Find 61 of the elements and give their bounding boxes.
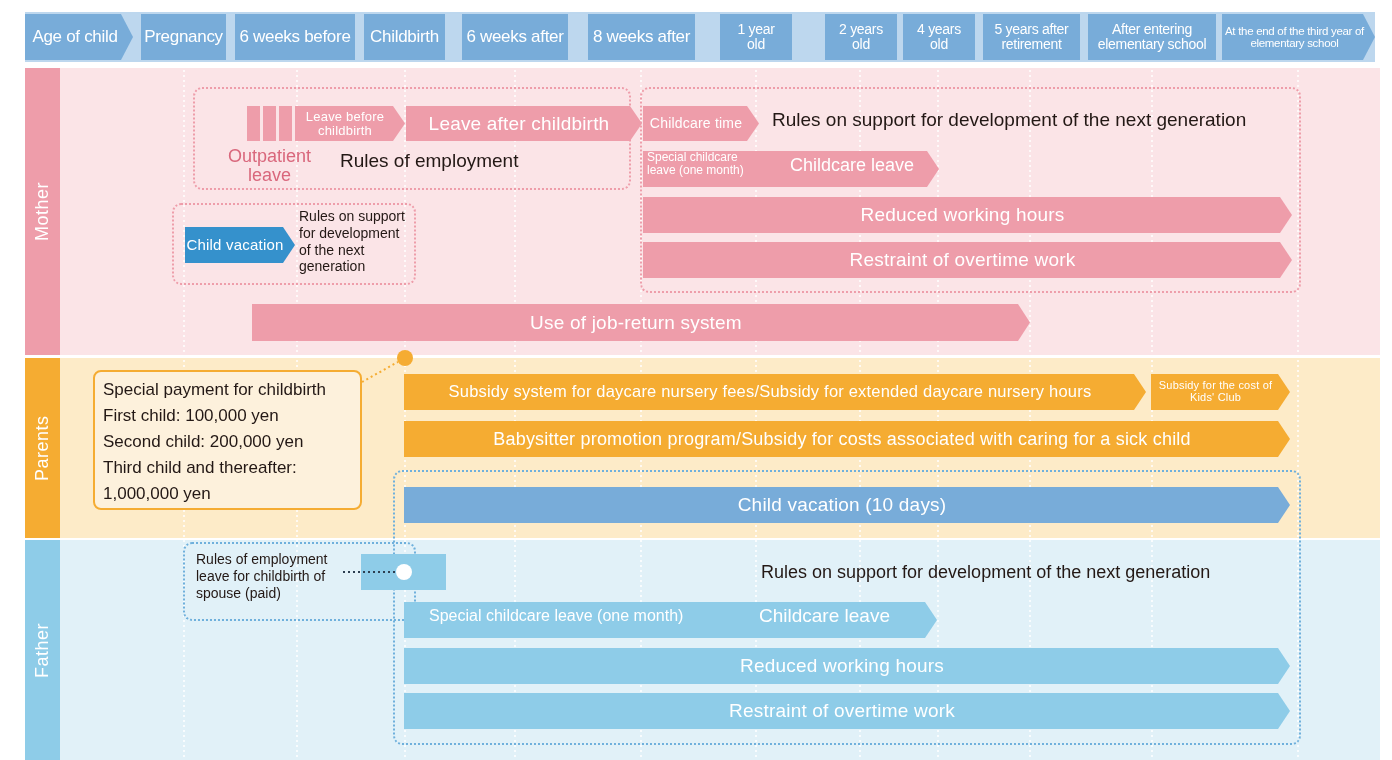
section-label: Mother	[25, 68, 60, 355]
bar-label: Special childcare leave (one month)	[429, 608, 685, 625]
program-bar	[361, 554, 446, 590]
section-band	[25, 68, 1380, 355]
timeline-label: 6 weeks before	[238, 28, 352, 46]
timeline-step	[462, 14, 568, 60]
timeline-label: 2 years old	[838, 22, 884, 52]
timeline-label: 1 year old	[736, 22, 776, 52]
marker-label: Outpatient leave	[226, 147, 313, 185]
group-heading: Rules on support for development of the next generation	[299, 208, 406, 276]
bar-label: Child vacation (10 days)	[737, 495, 947, 515]
bar-label: Use of job-return system	[530, 312, 742, 333]
payment-info-box	[93, 370, 362, 510]
payment-text: Second child: 200,000 yen	[103, 431, 305, 453]
timeline-step	[235, 14, 355, 60]
group-heading: Rules on support for development of the next generation	[761, 562, 1212, 584]
bar-label: Leave before childbirth	[304, 109, 386, 138]
timeline-label: 4 years old	[916, 22, 962, 52]
timeline-label: After entering elementary school	[1096, 22, 1208, 52]
timeline-step	[1222, 14, 1375, 60]
bar-label: Babysitter promotion program/Subsidy for costs associated with caring for a sick child	[493, 429, 1191, 449]
payment-text: First child: 100,000 yen	[103, 405, 280, 427]
leader-line	[342, 571, 397, 573]
timeline-label: At the end of the third year of elementary school	[1224, 24, 1366, 50]
timeline-step	[1088, 14, 1216, 60]
timeline-label: 6 weeks after	[465, 28, 565, 46]
bar-label: Child vacation	[186, 237, 284, 253]
group-heading: Rules on support for development of the next generation	[772, 109, 1248, 132]
bar-label: Childcare leave	[759, 606, 891, 626]
bar-label: Subsidy system for daycare nursery fees/Subsidy for extended daycare nursery hours	[448, 383, 1092, 401]
section-label: Parents	[25, 358, 60, 538]
timeline-step	[720, 14, 792, 60]
timeline-step	[364, 14, 445, 60]
timeline-step	[588, 14, 695, 60]
bar-label: Restraint of overtime work	[849, 250, 1076, 270]
bar-label: Special childcare leave (one month)	[647, 151, 745, 177]
timeline-label: Age of child	[31, 28, 119, 46]
leader-line	[361, 360, 399, 383]
payment-text: Special payment for childbirth	[103, 379, 327, 401]
payment-text: Third child and thereafter: 1,000,000 yen	[103, 457, 298, 505]
bar-label: Reduced working hours	[860, 205, 1065, 225]
bar-label: Restraint of overtime work	[729, 701, 955, 721]
bar-label: Childcare time	[649, 116, 743, 131]
bar-label: Leave after childbirth	[428, 113, 610, 134]
timeline-label: Pregnancy	[143, 28, 224, 46]
section-label: Father	[25, 540, 60, 760]
timeline-step	[983, 14, 1080, 60]
dotted-group-frame	[640, 87, 1301, 293]
group-heading: Rules of employment	[340, 150, 520, 173]
dotted-group-frame	[172, 203, 416, 285]
bar-label: Reduced working hours	[740, 656, 944, 676]
timeline-label: 5 years after retirement	[993, 22, 1070, 52]
timeline-step	[141, 14, 226, 60]
timeline-step	[825, 14, 897, 60]
bar-label: Subsidy for the cost of Kids' Club	[1157, 380, 1274, 404]
timeline-label: 8 weeks after	[591, 28, 692, 46]
bar-label: Childcare leave	[790, 156, 916, 175]
timeline-step	[25, 14, 133, 60]
timeline-step	[903, 14, 975, 60]
timeline-label: Childbirth	[369, 28, 440, 46]
group-heading: Rules of employment leave for childbirth of spouse (paid)	[196, 551, 329, 602]
